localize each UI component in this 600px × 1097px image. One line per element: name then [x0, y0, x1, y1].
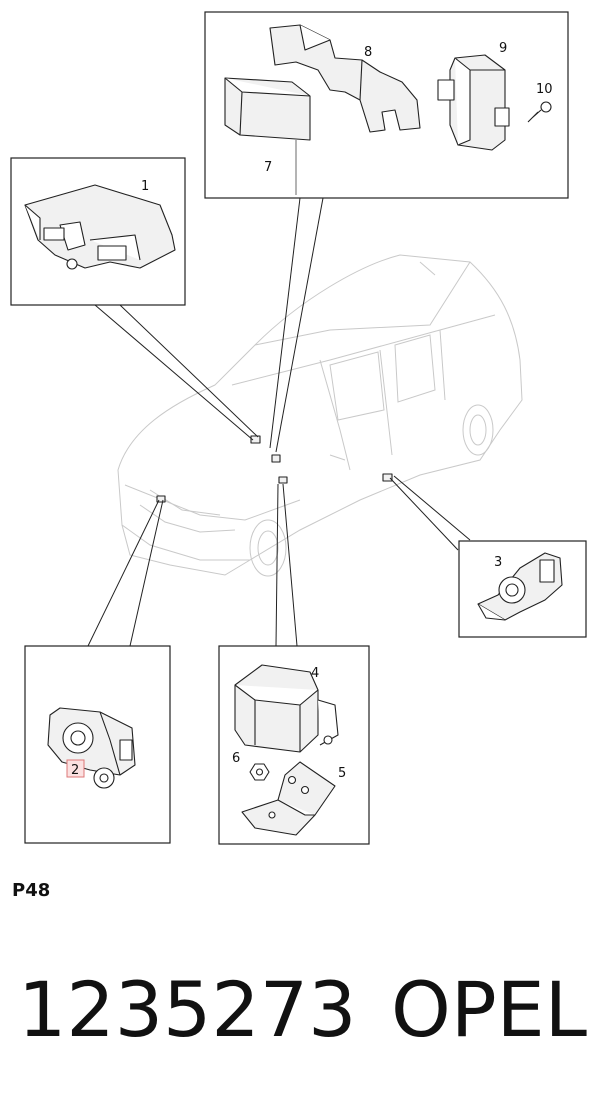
car-sensor-markers — [156, 435, 393, 503]
car-outline — [117, 254, 523, 577]
page-code: P48 — [12, 880, 51, 901]
part-number: 1235273 — [18, 965, 357, 1054]
detail-box-1 — [10, 157, 186, 306]
callout-9: 9 — [499, 41, 507, 56]
detail-box-2 — [24, 645, 171, 844]
callout-10: 10 — [536, 82, 553, 97]
callout-2: 2 — [71, 763, 79, 778]
callout-3: 3 — [494, 555, 502, 570]
detail-box-7-10 — [204, 11, 569, 199]
leader-lines — [87, 197, 471, 647]
brand-name: OPEL — [391, 965, 588, 1054]
parts-diagram: 1 2 3 4 5 6 7 8 9 10 — [10, 11, 587, 845]
callout-8: 8 — [364, 45, 372, 60]
callout-1: 1 — [141, 179, 149, 194]
footer: 1235273 OPEL — [18, 960, 588, 1060]
detail-box-3 — [458, 540, 587, 638]
callout-6: 6 — [232, 751, 240, 766]
callout-4: 4 — [311, 666, 319, 681]
callout-5: 5 — [338, 766, 346, 781]
detail-box-4-5-6 — [218, 645, 370, 845]
callout-2-highlight — [66, 759, 85, 778]
callout-7: 7 — [264, 160, 272, 175]
